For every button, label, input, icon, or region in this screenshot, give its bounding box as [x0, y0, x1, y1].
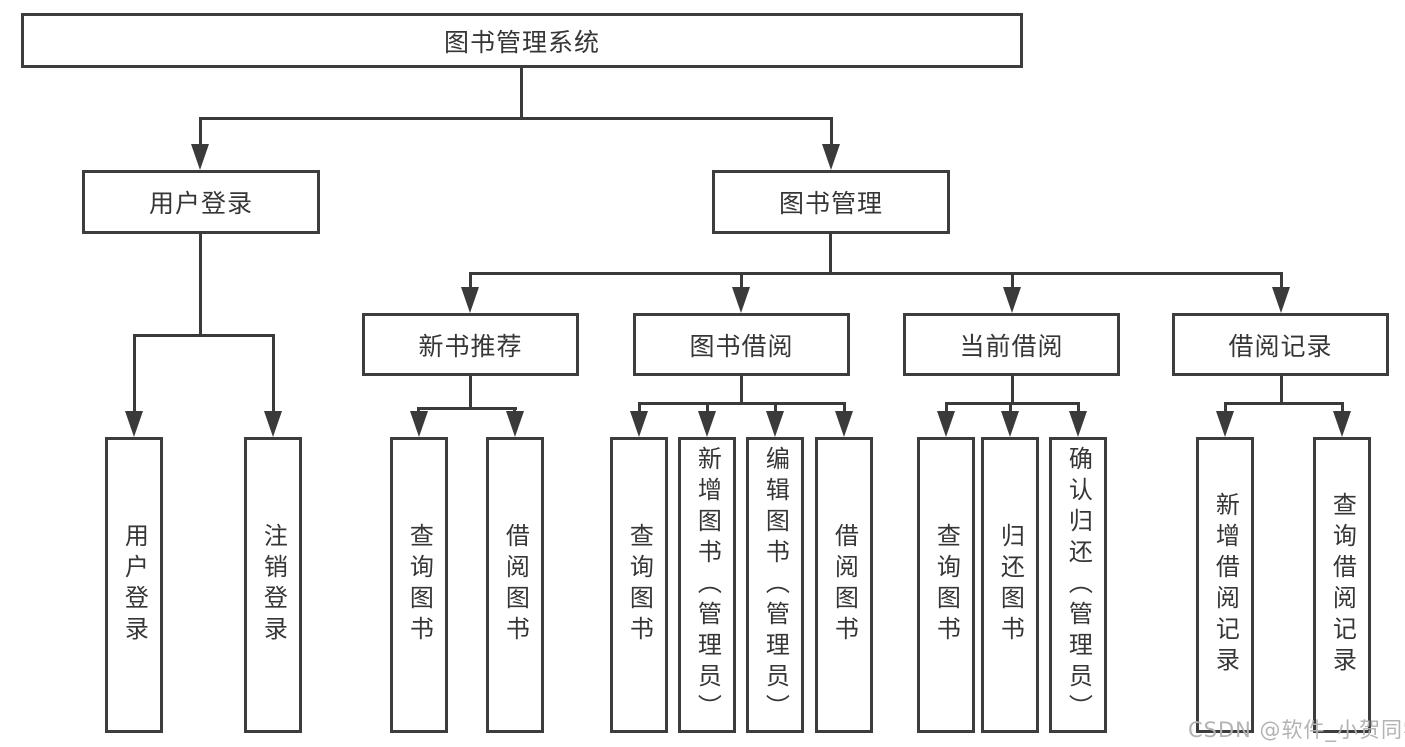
- connector-line: [133, 334, 136, 414]
- leaf-user-login: 用户登录: [105, 437, 163, 733]
- arrowhead-down-icon: [1333, 411, 1351, 437]
- node-current-borrow: 当前借阅: [903, 313, 1120, 376]
- arrowhead-down-icon: [506, 411, 524, 437]
- leaf-borrow-books-1-label: 借阅图书: [501, 523, 530, 647]
- connector-line: [829, 233, 832, 275]
- leaf-borrow-books-2-label: 借阅图书: [830, 523, 859, 647]
- leaf-logout-label: 注销登录: [259, 523, 288, 647]
- connector-line: [638, 402, 641, 414]
- leaf-edit-book-admin: 编辑图书（管理员）: [746, 437, 804, 733]
- connector-line: [199, 233, 202, 337]
- node-borrow-records-label: 借阅记录: [1228, 331, 1333, 361]
- connector-line: [1280, 272, 1283, 292]
- leaf-add-borrow-record: 新增借阅记录: [1196, 437, 1254, 733]
- connector-line: [1009, 402, 1012, 414]
- connector-line: [945, 402, 948, 414]
- connector-line: [740, 272, 743, 292]
- node-current-borrow-label: 当前借阅: [959, 331, 1064, 361]
- arrowhead-down-icon: [410, 411, 428, 437]
- connector-line: [469, 272, 472, 292]
- arrowhead-down-icon: [1272, 287, 1290, 313]
- connector-line: [843, 402, 846, 414]
- connector-line: [830, 117, 833, 150]
- connector-line: [272, 334, 275, 414]
- connector-line: [469, 272, 1282, 275]
- leaf-query-books-2-label: 查询图书: [625, 523, 654, 647]
- leaf-edit-book-admin-label: 编辑图书（管理员）: [761, 445, 790, 725]
- arrowhead-down-icon: [766, 411, 784, 437]
- arrowhead-down-icon: [1216, 411, 1234, 437]
- leaf-confirm-return-admin-label: 确认归还（管理员）: [1064, 445, 1093, 725]
- arrowhead-down-icon: [191, 144, 209, 170]
- connector-line: [1224, 402, 1344, 405]
- connector-line: [520, 68, 523, 120]
- arrowhead-down-icon: [937, 411, 955, 437]
- node-new-book-recommend-label: 新书推荐: [418, 331, 523, 361]
- arrowhead-down-icon: [698, 411, 716, 437]
- leaf-logout: 注销登录: [244, 437, 302, 733]
- connector-line: [774, 402, 777, 414]
- leaf-add-book-admin: 新增图书（管理员）: [678, 437, 736, 733]
- connector-line: [945, 402, 1080, 405]
- csdn-watermark: CSDN @软件_小贺同学: [1188, 718, 1405, 742]
- leaf-borrow-books-1: 借阅图书: [486, 437, 544, 733]
- leaf-query-books-3-label: 查询图书: [932, 523, 961, 647]
- root-node-library-management-system: 图书管理系统: [21, 13, 1023, 68]
- branch-book-management: 图书管理: [712, 170, 950, 234]
- leaf-query-books-1-label: 查询图书: [405, 523, 434, 647]
- connector-line: [1011, 272, 1014, 292]
- arrowhead-down-icon: [835, 411, 853, 437]
- connector-line: [199, 117, 833, 120]
- connector-line: [1224, 402, 1227, 414]
- leaf-return-book-label: 归还图书: [996, 523, 1025, 647]
- arrowhead-down-icon: [125, 411, 143, 437]
- connector-line: [469, 376, 472, 410]
- arrowhead-down-icon: [630, 411, 648, 437]
- connector-line: [199, 117, 202, 150]
- leaf-return-book: 归还图书: [981, 437, 1039, 733]
- connector-line: [706, 402, 709, 414]
- node-book-borrow-label: 图书借阅: [689, 331, 794, 361]
- branch-user-login-label: 用户登录: [148, 189, 253, 218]
- connector-line: [1280, 376, 1283, 405]
- arrowhead-down-icon: [461, 287, 479, 313]
- root-node-label: 图书管理系统: [443, 27, 600, 57]
- arrowhead-down-icon: [264, 411, 282, 437]
- leaf-add-borrow-record-label: 新增借阅记录: [1211, 492, 1240, 678]
- leaf-query-borrow-record-label: 查询借阅记录: [1328, 492, 1357, 678]
- connector-line: [638, 402, 846, 405]
- branch-user-login: 用户登录: [82, 170, 320, 234]
- leaf-borrow-books-2: 借阅图书: [815, 437, 873, 733]
- leaf-add-book-admin-label: 新增图书（管理员）: [693, 445, 722, 725]
- connector-line: [133, 334, 275, 337]
- connector-line: [417, 407, 517, 410]
- node-new-book-recommend: 新书推荐: [362, 313, 579, 376]
- node-borrow-records: 借阅记录: [1172, 313, 1389, 376]
- leaf-query-books-3: 查询图书: [917, 437, 975, 733]
- connector-line: [1341, 402, 1344, 414]
- leaf-query-borrow-record: 查询借阅记录: [1313, 437, 1371, 733]
- node-book-borrow: 图书借阅: [633, 313, 850, 376]
- arrowhead-down-icon: [732, 287, 750, 313]
- arrowhead-down-icon: [822, 144, 840, 170]
- leaf-confirm-return-admin: 确认归还（管理员）: [1049, 437, 1107, 733]
- leaf-query-books-2: 查询图书: [610, 437, 668, 733]
- connector-line: [1011, 376, 1014, 405]
- arrowhead-down-icon: [1001, 411, 1019, 437]
- branch-book-management-label: 图书管理: [778, 189, 883, 218]
- leaf-user-login-label: 用户登录: [120, 523, 149, 647]
- leaf-query-books-1: 查询图书: [390, 437, 448, 733]
- connector-line: [740, 376, 743, 405]
- connector-line: [1077, 402, 1080, 414]
- arrowhead-down-icon: [1003, 287, 1021, 313]
- arrowhead-down-icon: [1069, 411, 1087, 437]
